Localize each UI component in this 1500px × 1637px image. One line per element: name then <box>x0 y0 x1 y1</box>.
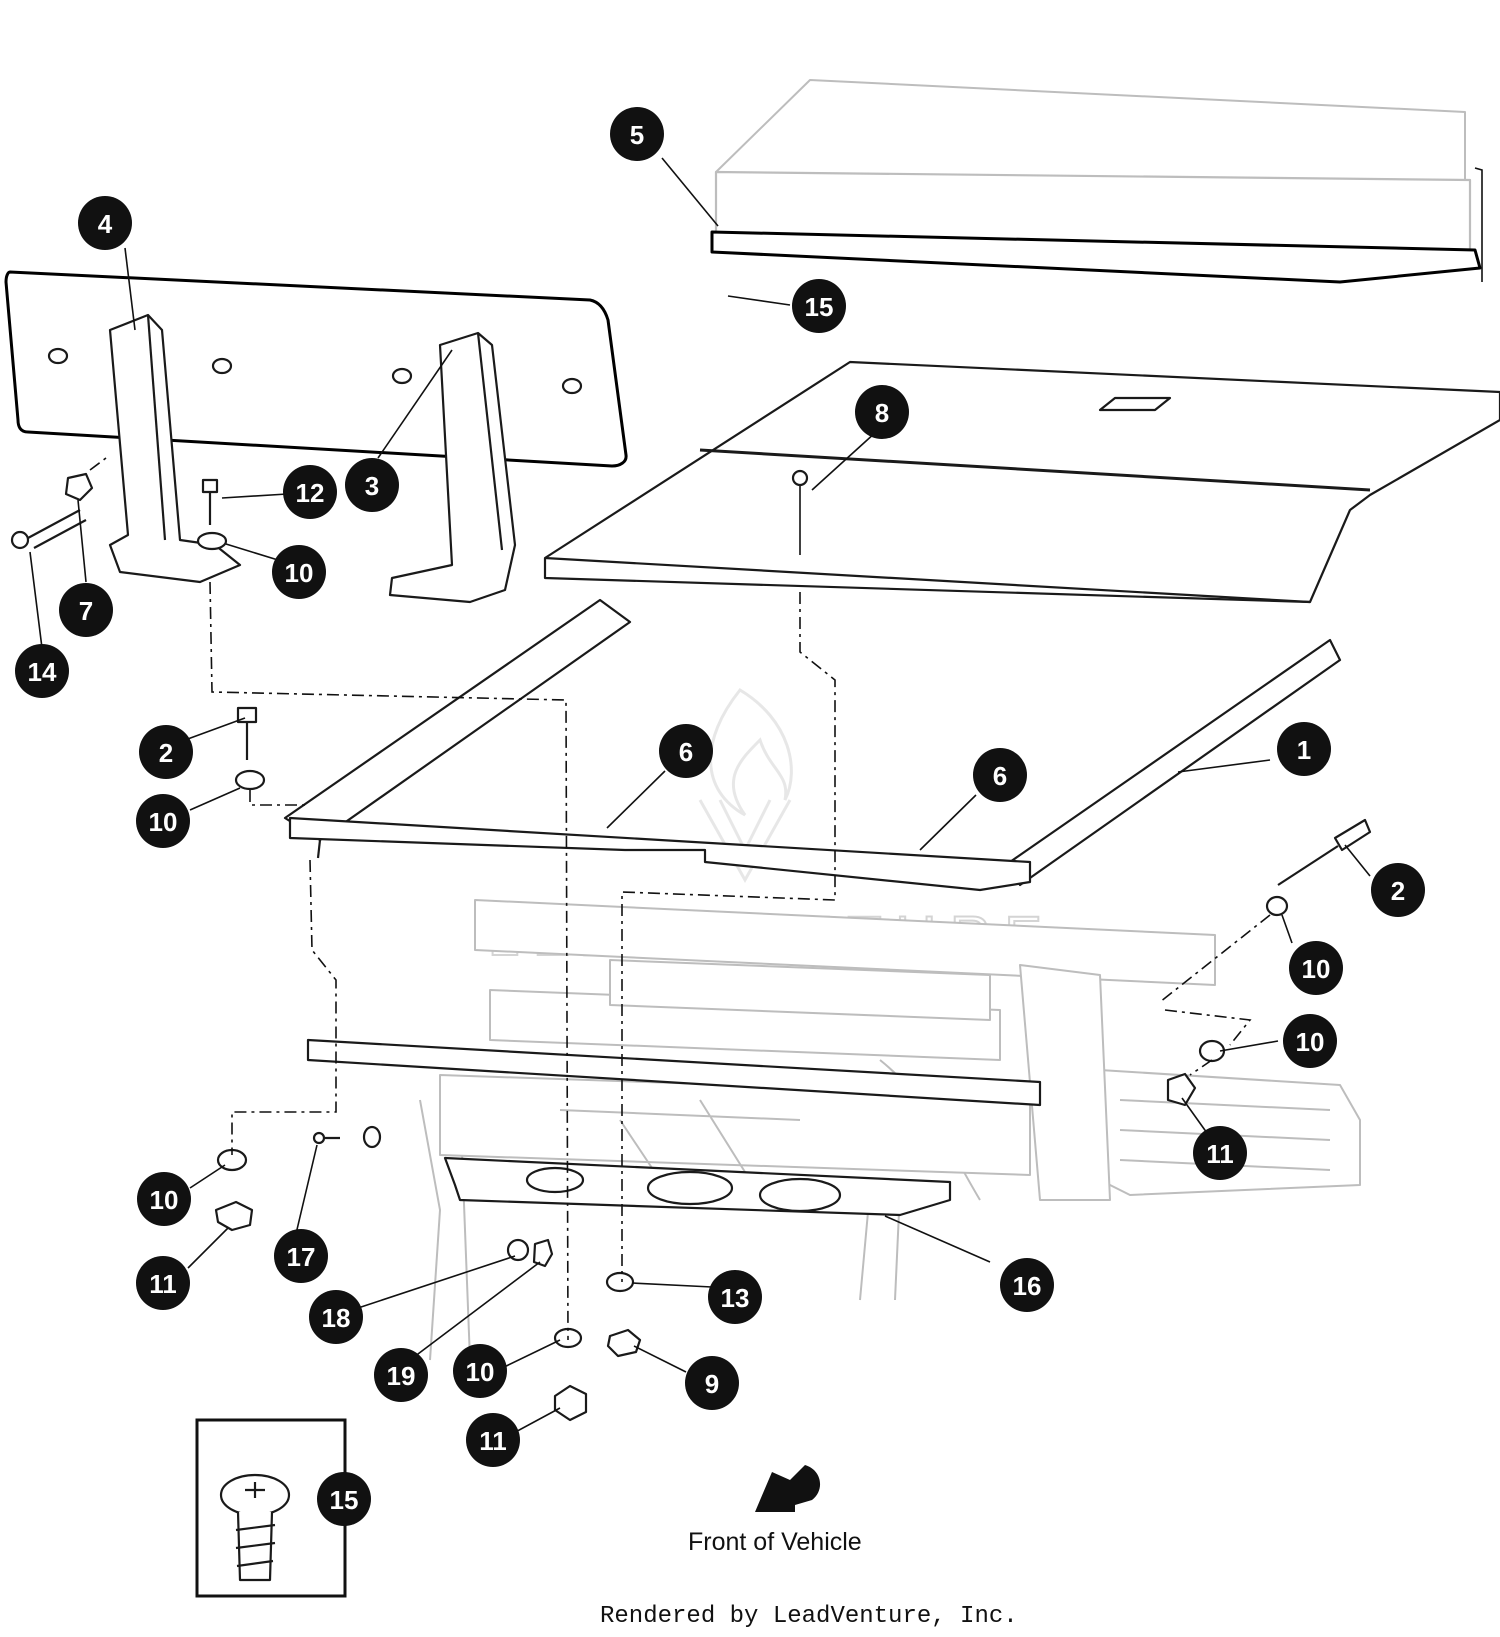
callout-number: 13 <box>721 1283 750 1313</box>
callout-10: 10 <box>1283 1014 1337 1068</box>
callout-8: 8 <box>855 385 909 439</box>
callout-number: 1 <box>1297 735 1311 765</box>
callout-number: 12 <box>296 478 325 508</box>
callout-11: 11 <box>1193 1126 1247 1180</box>
callout-6: 6 <box>659 724 713 778</box>
callout-5: 5 <box>610 107 664 161</box>
callout-15: 15 <box>792 279 846 333</box>
callout-number: 10 <box>466 1357 495 1387</box>
seat-base-plate <box>543 360 1500 604</box>
seat-rail-left <box>283 598 632 859</box>
seat-back-panel <box>4 270 628 468</box>
leader-lines <box>29 157 1371 1437</box>
front-direction-arrow-icon <box>755 1465 821 1512</box>
callout-number: 11 <box>1206 1139 1234 1169</box>
callout-18: 18 <box>309 1290 363 1344</box>
callout-number: 18 <box>322 1303 351 1333</box>
callout-number: 6 <box>679 737 693 767</box>
callout-number: 10 <box>149 807 178 837</box>
render-credit: Rendered by LeadVenture, Inc. <box>600 1603 1018 1630</box>
callout-number: 17 <box>287 1242 316 1272</box>
callout-19: 19 <box>374 1348 428 1402</box>
callout-12: 12 <box>283 465 337 519</box>
callout-17: 17 <box>274 1229 328 1283</box>
callout-6: 6 <box>973 748 1027 802</box>
callout-10: 10 <box>272 545 326 599</box>
front-of-vehicle-label: Front of Vehicle <box>688 1528 862 1556</box>
callout-2: 2 <box>139 725 193 779</box>
callout-number: 16 <box>1013 1271 1042 1301</box>
callout-9: 9 <box>685 1356 739 1410</box>
seat-back-bracket-left <box>108 313 242 584</box>
callout-2: 2 <box>1371 863 1425 917</box>
callout-number: 15 <box>805 292 834 322</box>
callout-number: 5 <box>630 120 644 150</box>
callout-10: 10 <box>453 1344 507 1398</box>
callouts: 5 15 4 8 12 3 10 7 14 2 6 1 10 6 2 10 10 11 10 17 11 18 16 13 19… <box>15 107 1425 1526</box>
callout-4: 4 <box>78 196 132 250</box>
callout-number: 11 <box>479 1426 507 1456</box>
callout-3: 3 <box>345 458 399 512</box>
callout-7: 7 <box>59 583 113 637</box>
assembly-lines <box>89 454 1271 1341</box>
cross-tube <box>306 1038 1042 1107</box>
callout-10: 10 <box>136 794 190 848</box>
callout-number: 11 <box>149 1269 177 1299</box>
callout-number: 15 <box>330 1485 359 1515</box>
callout-14: 14 <box>15 644 69 698</box>
callout-1: 1 <box>1277 722 1331 776</box>
callout-number: 14 <box>28 657 57 687</box>
seat-cushion <box>710 79 1483 284</box>
callout-number: 10 <box>1296 1027 1325 1057</box>
callout-11: 11 <box>136 1256 190 1310</box>
callout-number: 10 <box>150 1185 179 1215</box>
callout-number: 2 <box>1391 876 1405 906</box>
mounting-bracket <box>443 1156 952 1217</box>
callout-number: 6 <box>993 761 1007 791</box>
callout-number: 7 <box>79 596 93 626</box>
callout-number: 3 <box>365 471 379 501</box>
callout-10: 10 <box>1289 941 1343 995</box>
seat-crossbar <box>288 816 1032 892</box>
callout-number: 9 <box>705 1369 719 1399</box>
callout-number: 10 <box>285 558 314 588</box>
callout-10: 10 <box>137 1172 191 1226</box>
callout-11: 11 <box>466 1413 520 1467</box>
callout-number: 10 <box>1302 954 1331 984</box>
callout-number: 8 <box>875 398 889 428</box>
callout-number: 4 <box>98 209 113 239</box>
callout-13: 13 <box>708 1270 762 1324</box>
callout-15: 15 <box>317 1472 371 1526</box>
callout-number: 19 <box>387 1361 416 1391</box>
seat-back-bracket-right <box>388 331 517 604</box>
callout-16: 16 <box>1000 1258 1054 1312</box>
callout-number: 2 <box>159 738 173 768</box>
